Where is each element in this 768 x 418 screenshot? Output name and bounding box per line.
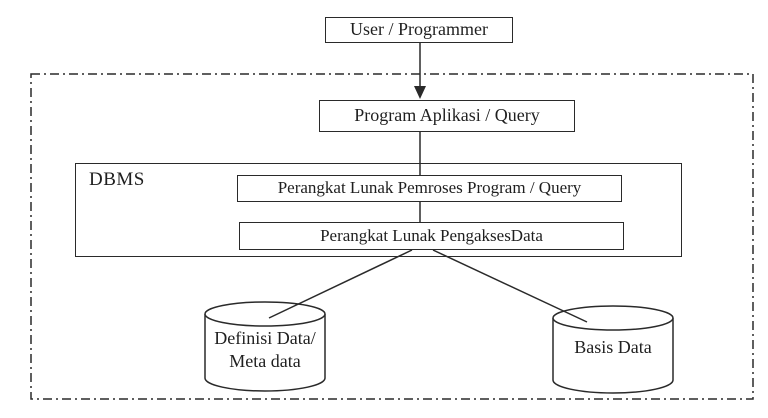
dbms-box: DBMS xyxy=(75,163,682,257)
metadata-cylinder-top xyxy=(204,301,326,327)
database-label: Basis Data xyxy=(574,337,652,357)
user-programmer-box: User / Programmer xyxy=(325,17,513,43)
metadata-label-line1: Definisi Data/ xyxy=(214,328,316,348)
database-cylinder-label: Basis Data xyxy=(550,336,676,359)
connector-accessor-to-metadata xyxy=(268,249,413,319)
processor-box: Perangkat Lunak Pemroses Program / Query xyxy=(237,175,622,202)
metadata-cylinder-label: Definisi Data/ Meta data xyxy=(200,327,330,373)
accessor-label: Perangkat Lunak PengaksesData xyxy=(320,225,543,245)
database-cylinder-body xyxy=(552,318,674,394)
down-arrowhead-icon xyxy=(414,86,426,99)
processor-label: Perangkat Lunak Pemroses Program / Query xyxy=(277,178,582,198)
metadata-cylinder xyxy=(204,301,326,392)
user-programmer-label: User / Programmer xyxy=(350,19,488,40)
accessor-box: Perangkat Lunak PengaksesData xyxy=(239,222,624,250)
application-query-box: Program Aplikasi / Query xyxy=(319,100,575,132)
connector-accessor-to-database xyxy=(432,249,588,323)
database-cylinder xyxy=(552,305,674,394)
system-boundary-border xyxy=(30,73,754,400)
database-cylinder-top xyxy=(552,305,674,331)
application-query-label: Program Aplikasi / Query xyxy=(354,105,540,126)
metadata-cylinder-body xyxy=(204,314,326,392)
dbms-label: DBMS xyxy=(89,169,145,190)
metadata-label-line2: Meta data xyxy=(229,351,301,371)
